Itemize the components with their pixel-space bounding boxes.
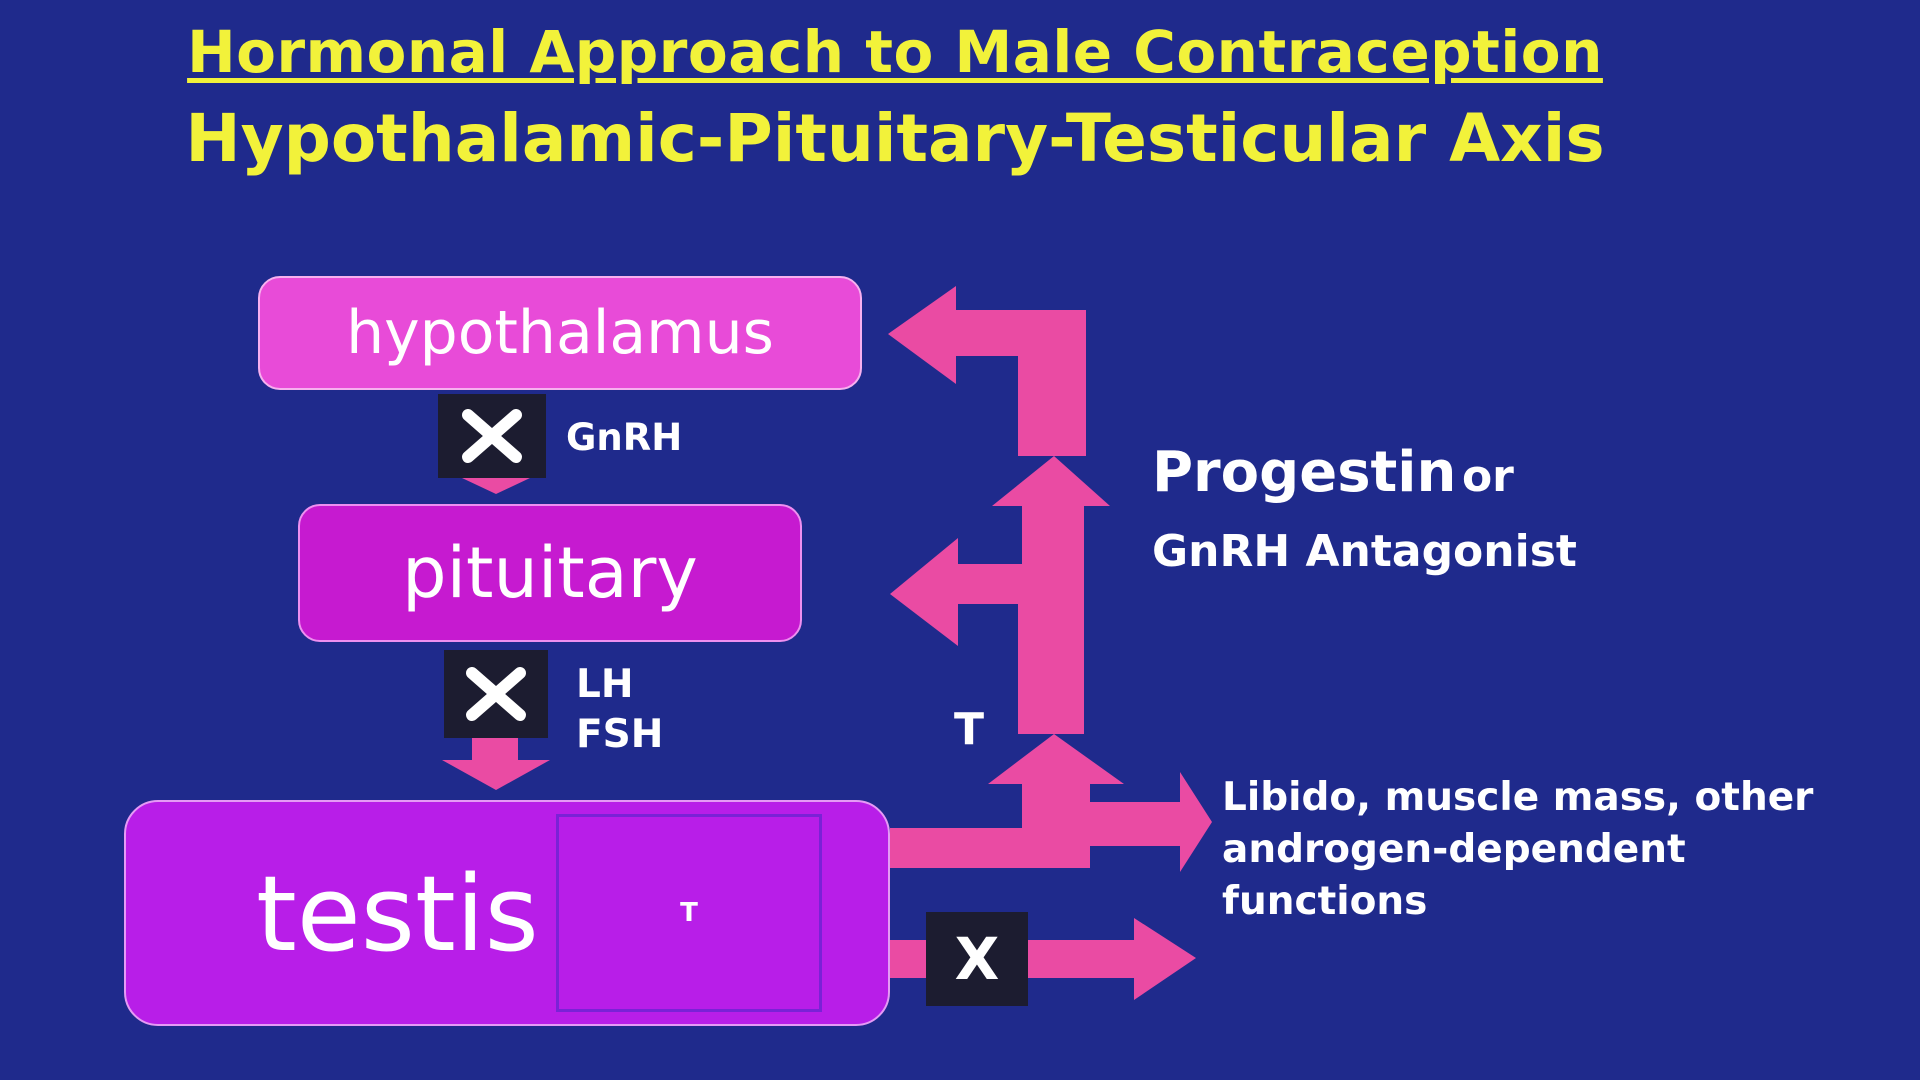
lh-label: LH: [576, 662, 634, 707]
testis-inner-box: T: [556, 814, 822, 1012]
testosterone-output-arrow: [890, 782, 1090, 868]
testis-label: testis: [256, 853, 539, 975]
effects-line-2: androgen-dependent functions: [1222, 827, 1686, 924]
pituitary-box: pituitary: [298, 504, 802, 642]
lh-fsh-block-marker: [444, 650, 548, 738]
sperm-block-marker: X: [926, 912, 1028, 1006]
progestin-label: Progestin: [1152, 440, 1457, 505]
fsh-label: FSH: [576, 712, 664, 757]
block-x-icon: [466, 667, 526, 721]
slide-subtitle: Hypothalamic-Pituitary-Testicular Axis: [185, 100, 1605, 177]
sperm-block-letter: X: [954, 925, 1000, 993]
lh-fsh-down-arrow: [442, 734, 550, 790]
testis-box: [124, 800, 890, 1026]
sperm-output-arrow: [890, 918, 1196, 1000]
effects-arrow: [1090, 772, 1212, 872]
block-x-icon: [462, 409, 522, 463]
feedback-up-arrow-upper: [992, 456, 1110, 564]
effects-line-1: Libido, muscle mass, other: [1222, 775, 1814, 820]
or-label: or: [1461, 451, 1514, 502]
gnrh-block-marker: [438, 394, 546, 478]
feedback-line-1: Progestin or: [1152, 440, 1577, 519]
feedback-up-arrow-lower: [988, 734, 1124, 784]
feedback-inhibitor-label: Progestin or GnRH Antagonist: [1152, 440, 1577, 585]
feedback-hypothalamus-arrow: [888, 286, 1086, 384]
testosterone-label: T: [954, 704, 985, 755]
hypothalamus-box: hypothalamus: [258, 276, 862, 390]
androgen-effects-label: Libido, muscle mass, other androgen-depe…: [1222, 772, 1902, 928]
slide-title: Hormonal Approach to Male Contraception: [187, 18, 1603, 86]
gnrh-label: GnRH: [566, 416, 683, 459]
gnrh-antagonist-label: GnRH Antagonist: [1152, 526, 1577, 577]
feedback-pituitary-arrow: [890, 538, 1084, 646]
